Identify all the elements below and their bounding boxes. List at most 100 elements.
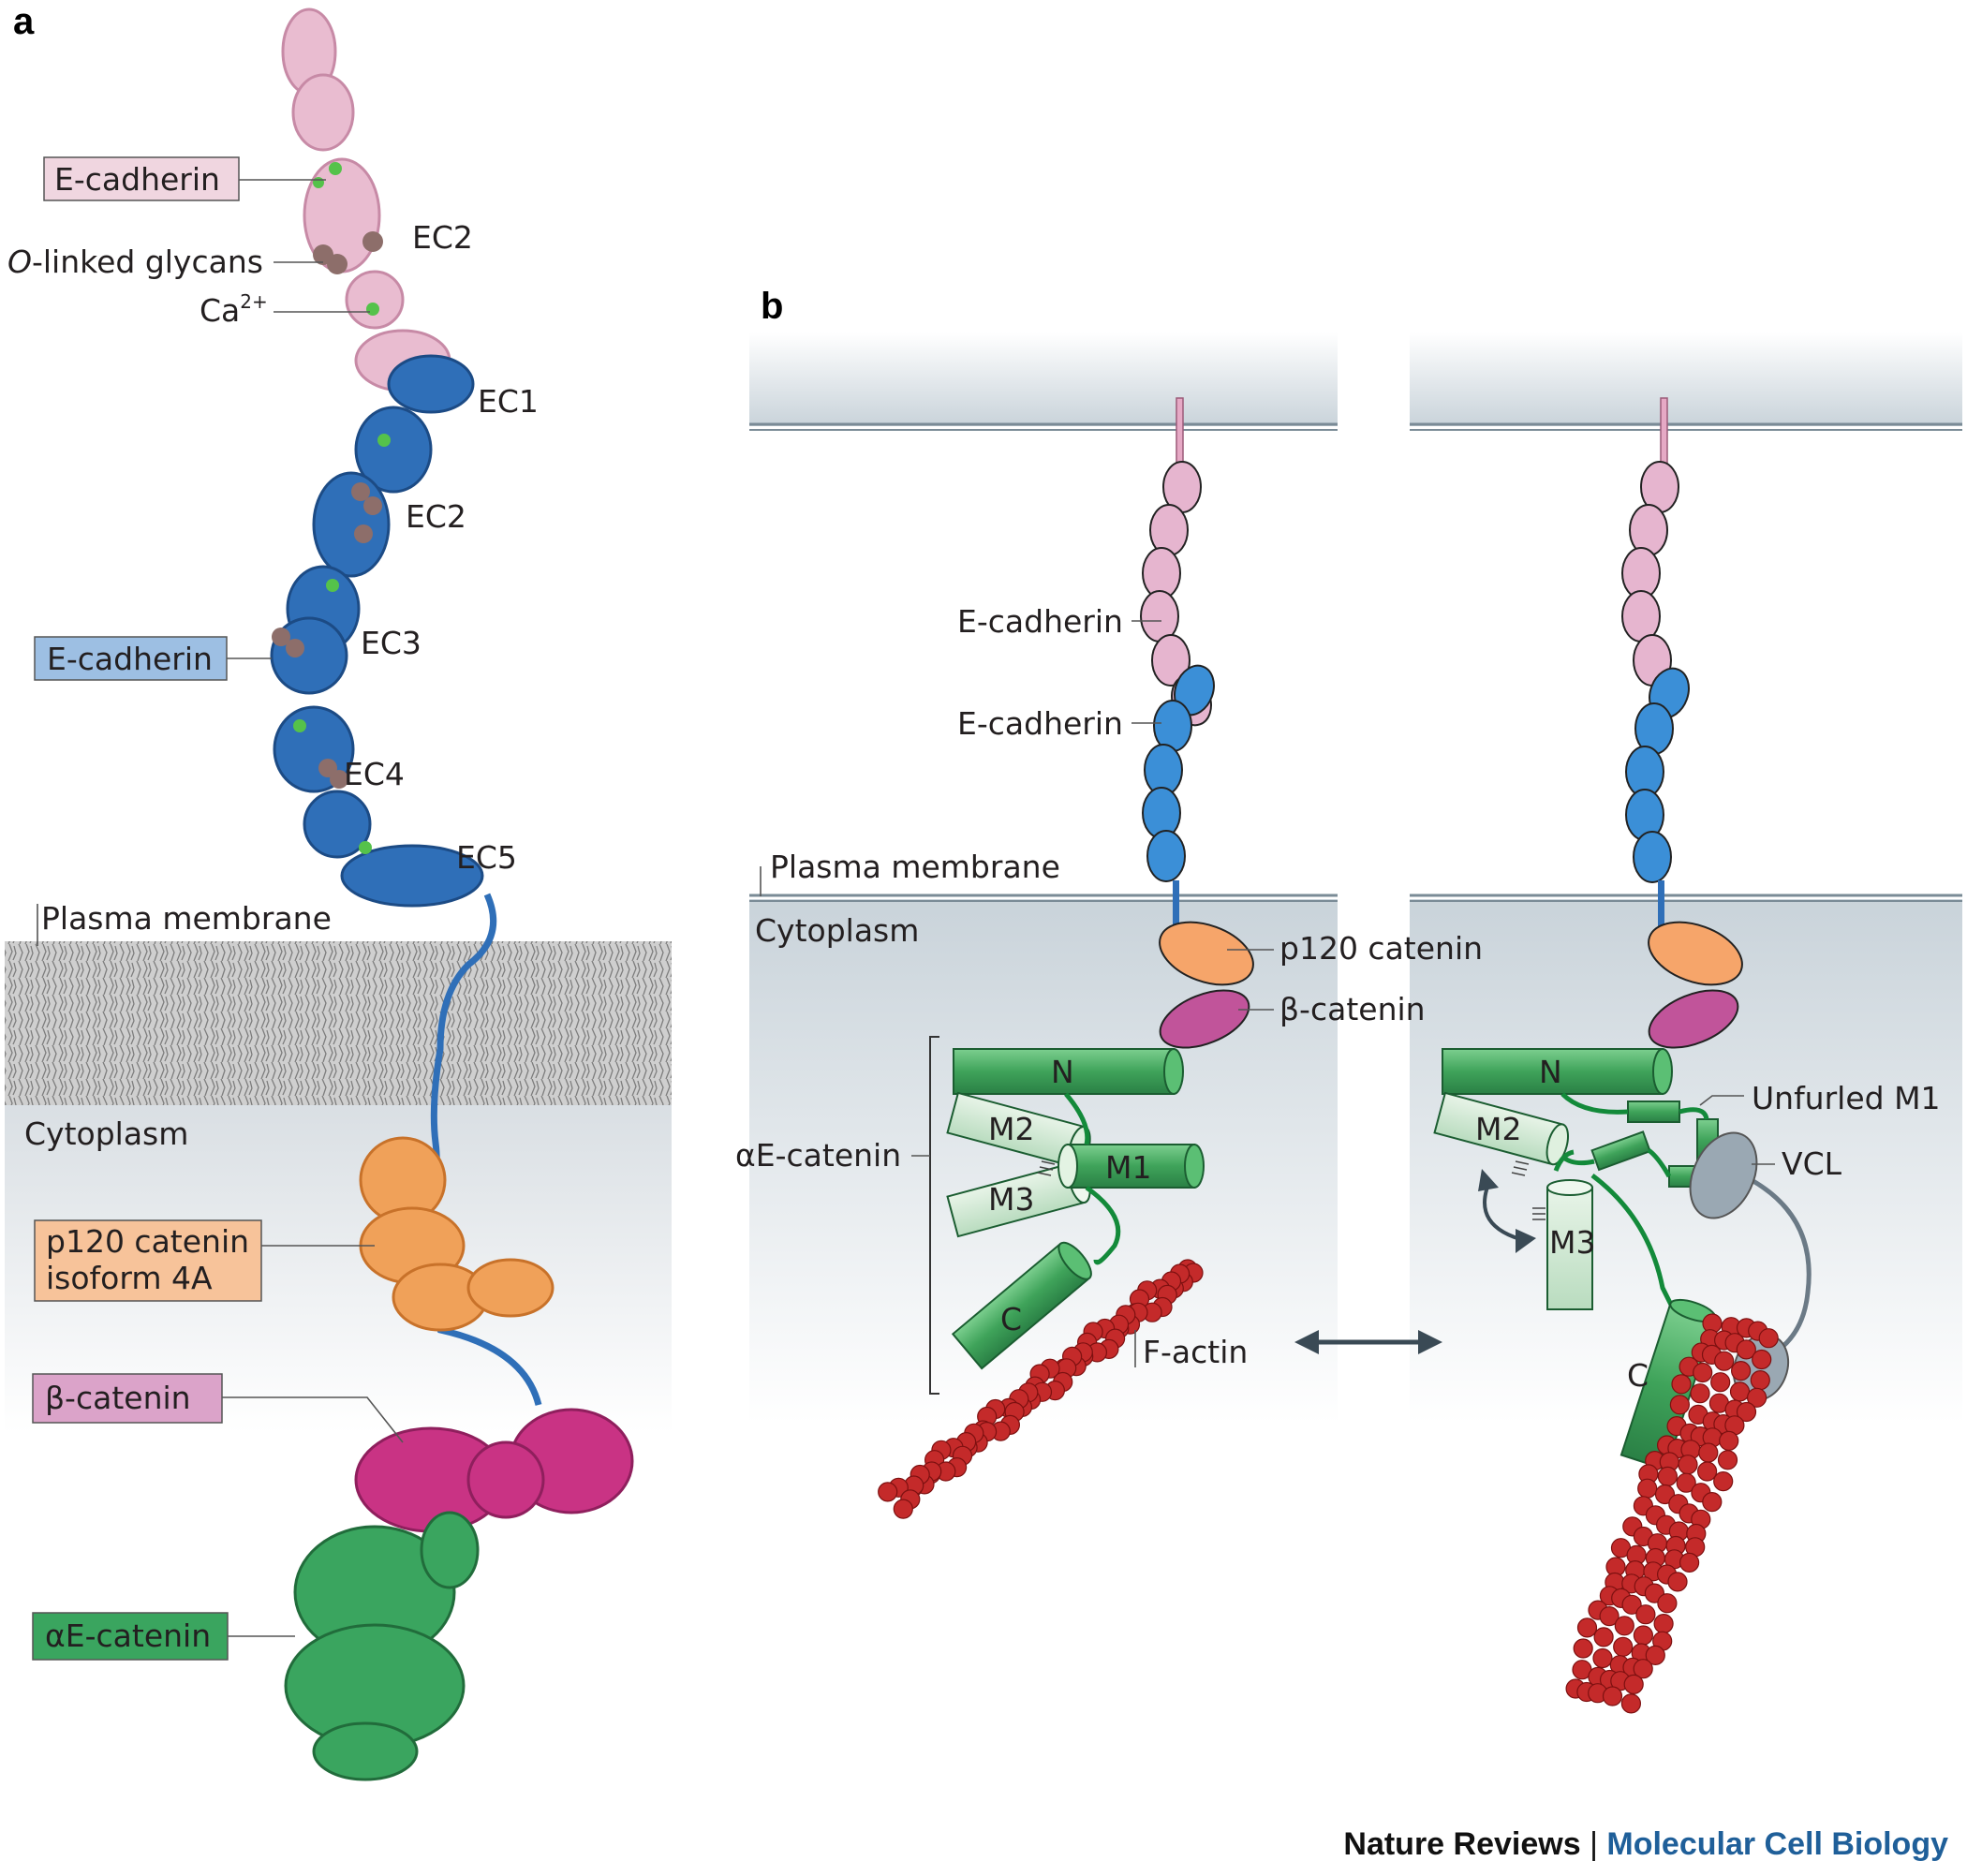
b-left-c: C <box>1000 1301 1022 1337</box>
p120-structure <box>359 1136 555 1332</box>
ecad-top-box <box>43 156 240 201</box>
actin-monomer <box>1679 1552 1700 1573</box>
actin-monomer <box>1667 1572 1688 1592</box>
actin-monomer <box>1637 1478 1658 1499</box>
calcium-ions <box>293 162 391 854</box>
actin-monomer <box>1602 1686 1623 1706</box>
actin-monomer <box>1758 1328 1779 1349</box>
ec3-label: EC3 <box>361 625 422 661</box>
b-ecad-label-2: E-cadherin <box>957 705 1123 742</box>
o-linked-glycans <box>272 231 383 789</box>
b-left-f-actin <box>878 1259 1204 1519</box>
actin-monomer <box>1746 1387 1767 1408</box>
actin-monomer <box>1698 1442 1719 1463</box>
ca-label: Ca2+ <box>200 290 268 329</box>
actin-monomer <box>1576 1617 1598 1638</box>
lipid-texture <box>5 941 672 1105</box>
actin-monomer <box>1710 1372 1731 1393</box>
actin-monomer <box>1599 1605 1619 1627</box>
p120-label-line1: p120 catenin <box>46 1223 249 1260</box>
actin-monomer <box>1593 1627 1614 1647</box>
actin-monomer <box>1729 1381 1751 1402</box>
b-unfurled-leader <box>1699 1095 1744 1106</box>
actin-monomer <box>1621 1594 1642 1615</box>
ecad-top-label: E-cadherin <box>54 161 220 198</box>
actin-monomer <box>1730 1360 1752 1381</box>
journal-credit: Nature Reviews | Molecular Cell Biology <box>1343 1826 1948 1863</box>
actin-monomer <box>893 1499 913 1519</box>
beta-box <box>32 1373 223 1424</box>
b-alpha-label: αE-catenin <box>735 1137 901 1174</box>
b-ecad-label-1: E-cadherin <box>957 603 1123 640</box>
b-left-m1: M1 <box>1105 1149 1151 1186</box>
ecadherin-pink-structure <box>281 7 451 392</box>
glycans-label: O-linked glycans <box>7 244 263 280</box>
actin-monomer <box>1613 1636 1634 1657</box>
actin-monomer <box>1690 1383 1710 1404</box>
actin-monomer <box>1678 1455 1698 1475</box>
actin-monomer <box>1654 1484 1676 1505</box>
actin-monomer <box>1657 1593 1678 1614</box>
actin-monomer <box>878 1482 898 1502</box>
actin-monomer <box>1719 1430 1739 1452</box>
panel-a-letter: a <box>13 1 35 42</box>
b-unfurled-m1-label: Unfurled M1 <box>1752 1080 1941 1116</box>
actin-monomer <box>1669 1395 1691 1415</box>
b-right-extracellular <box>1410 332 1962 426</box>
actin-monomer <box>1573 1638 1593 1659</box>
p120-label-line2: isoform 4A <box>46 1260 213 1296</box>
b-right-m3: M3 <box>1549 1224 1595 1261</box>
b-left-alpha-catenin <box>929 1036 1205 1395</box>
alpha-catenin-structure <box>284 1511 480 1781</box>
credit-title: Molecular Cell Biology <box>1606 1826 1948 1862</box>
b-cytoplasm: Cytoplasm <box>755 912 919 949</box>
ec2-label: EC2 <box>406 498 466 535</box>
credit-separator: | <box>1590 1826 1598 1862</box>
b-right-c: C <box>1627 1357 1649 1394</box>
equilibrium-arrow <box>1294 1330 1442 1354</box>
beta-label: β-catenin <box>45 1380 191 1416</box>
actin-monomer <box>1633 1625 1654 1646</box>
actin-monomer <box>1657 1466 1679 1487</box>
b-left-extracellular <box>749 332 1338 426</box>
actin-monomer <box>1736 1339 1756 1360</box>
p120-box <box>34 1219 262 1302</box>
actin-monomer <box>1676 1472 1696 1493</box>
b-plasma-membrane: Plasma membrane <box>770 849 1060 885</box>
b-factin-label: F-actin <box>1143 1334 1248 1370</box>
b-left-m2: M2 <box>988 1111 1034 1147</box>
panel-a: a <box>5 1 672 1781</box>
panel-b-letter: b <box>761 286 783 327</box>
actin-monomer <box>1623 1674 1644 1695</box>
actin-monomer <box>1714 1351 1735 1371</box>
actin-monomer <box>1717 1450 1738 1470</box>
ecad-bottom-box <box>34 636 228 681</box>
panel-a-cytoplasm: Cytoplasm <box>24 1115 188 1152</box>
b-left-n: N <box>1051 1054 1074 1090</box>
beta-leader <box>222 1396 404 1443</box>
credit-journal: Nature Reviews <box>1343 1826 1581 1862</box>
beta-catenin-structure <box>354 1408 634 1533</box>
actin-monomer <box>1633 1659 1653 1679</box>
actin-monomer <box>1671 1374 1692 1395</box>
alpha-label: αE-catenin <box>45 1617 211 1654</box>
b-right-cadherin-chain <box>1621 397 1743 1049</box>
actin-monomer <box>1620 1693 1642 1714</box>
actin-monomer <box>1696 1461 1718 1482</box>
ecad-bottom-label: E-cadherin <box>47 641 213 677</box>
b-right-m2: M2 <box>1475 1111 1521 1147</box>
b-beta-label: β-catenin <box>1279 991 1426 1027</box>
actin-monomer <box>1614 1616 1634 1636</box>
actin-monomer <box>1592 1647 1613 1669</box>
panel-b: b <box>735 286 1962 1714</box>
actin-monomer <box>1645 1645 1665 1666</box>
ec1-label: EC1 <box>478 383 539 420</box>
b-left-cadherin-chain <box>1140 397 1254 1049</box>
b-left-m3: M3 <box>988 1181 1034 1218</box>
b-right-f-actin <box>1565 1313 1779 1714</box>
actin-monomer <box>1713 1470 1734 1492</box>
actin-monomer <box>1750 1369 1770 1391</box>
actin-monomer <box>1702 1491 1723 1513</box>
panel-a-plasma-membrane: Plasma membrane <box>41 900 332 937</box>
b-vcl-label: VCL <box>1782 1145 1842 1182</box>
